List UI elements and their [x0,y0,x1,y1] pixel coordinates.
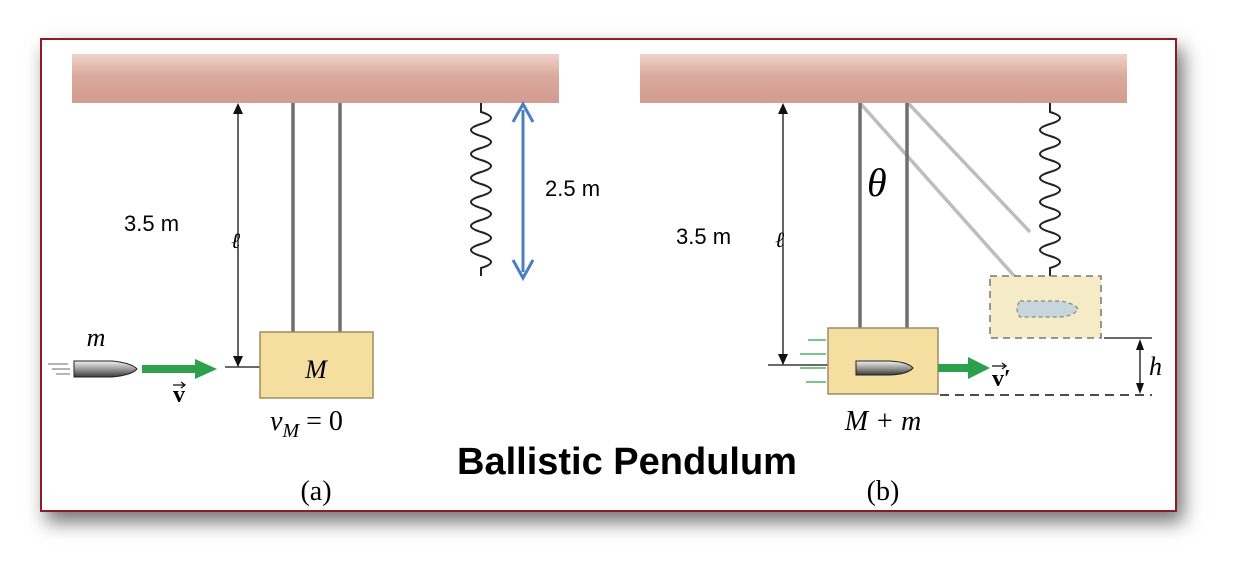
embedded-bullet-b [855,360,914,376]
height-arrow-bottom [1136,383,1144,394]
ceiling-b [640,54,1127,103]
embedded-bullet-swung [1016,300,1079,318]
length-symbol-b: ℓ [775,227,785,252]
vector-arrow-a [173,381,187,389]
bullet-mass-label: m [87,323,106,352]
block-Mm-label: M + m [844,406,921,437]
spring-length-arrow [511,100,535,282]
dim-arrow-top-a [233,103,243,114]
panel-a: ℓ 3.5 m M m v vM = 0 [48,54,600,507]
dim-arrow-top-b [778,103,788,114]
ceiling-a [72,54,559,103]
dim-arrow-bottom-a [233,356,243,367]
figure-frame [40,38,1177,512]
motion-lines-b [800,339,826,383]
length-value-b: 3.5 m [676,224,731,249]
string-b-swung-left [858,101,1018,280]
block-M-label: M [304,355,328,384]
length-value-a: 3.5 m [124,211,179,236]
velocity-label-a: v [173,382,185,408]
velocity-label-b: v′ [992,366,1011,392]
spring-a [470,103,492,276]
caption-b: (b) [867,476,900,507]
block-M [259,331,374,399]
height-arrow-top [1136,339,1144,350]
height-label: h [1149,352,1162,381]
velocity-arrow-b [938,357,990,379]
caption-a: (a) [300,476,331,507]
spring-length-label: 2.5 m [545,176,600,201]
vector-arrow-b [992,362,1008,370]
string-b-swung-right [906,101,1032,234]
length-symbol-a: ℓ [231,228,241,253]
dim-arrow-bottom-b [778,354,788,365]
block-speed-label: vM = 0 [270,406,343,442]
angle-label: θ [867,160,887,205]
diagram-title: Ballistic Pendulum [457,441,797,483]
velocity-arrow-a [142,359,217,379]
bullet-a [48,360,138,378]
panel-b: θ ℓ 3.5 m v′ [640,54,1162,507]
spring-b [1039,103,1061,276]
